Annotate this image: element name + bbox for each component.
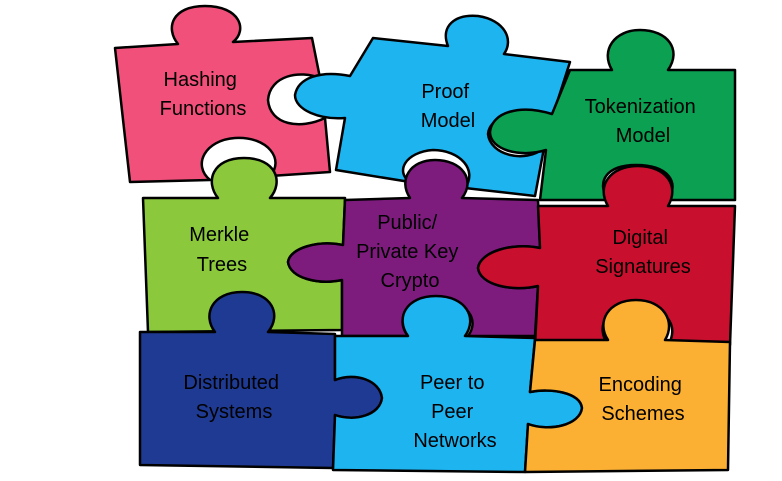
puzzle-piece-tokenization-label: Tokenization Model xyxy=(585,96,702,147)
puzzle-piece-pubkey: Public/ Private Key Crypto xyxy=(286,158,542,338)
puzzle-piece-merkle: Merkle Trees xyxy=(141,156,347,334)
puzzle-piece-encoding-label: Encoding Schemes xyxy=(599,374,688,425)
puzzle-piece-p2p-label: Peer to Peer Networks xyxy=(413,372,496,452)
puzzle-piece-proof-label: Proof Model xyxy=(421,81,475,132)
puzzle-piece-merkle-label: Merkle Trees xyxy=(189,224,255,276)
puzzle-piece-proof-shape xyxy=(293,14,572,198)
puzzle-piece-hashing-shape xyxy=(113,4,332,184)
puzzle-piece-encoding: Encoding Schemes xyxy=(523,298,732,474)
puzzle-piece-distributed-label: Distributed Systems xyxy=(183,372,284,423)
puzzle-piece-proof: Proof Model xyxy=(293,14,572,198)
puzzle-piece-hashing-label: Hashing Functions xyxy=(160,69,247,120)
puzzle-piece-digital: Digital Signatures xyxy=(476,164,737,347)
puzzle-piece-pubkey-label: Public/ Private Key Crypto xyxy=(356,212,464,292)
puzzle-piece-encoding-shape xyxy=(523,298,732,474)
puzzle-piece-hashing: Hashing Functions xyxy=(113,4,332,184)
puzzle-piece-p2p: Peer to Peer Networks xyxy=(331,294,584,474)
puzzle-piece-digital-label: Digital Signatures xyxy=(595,227,691,278)
